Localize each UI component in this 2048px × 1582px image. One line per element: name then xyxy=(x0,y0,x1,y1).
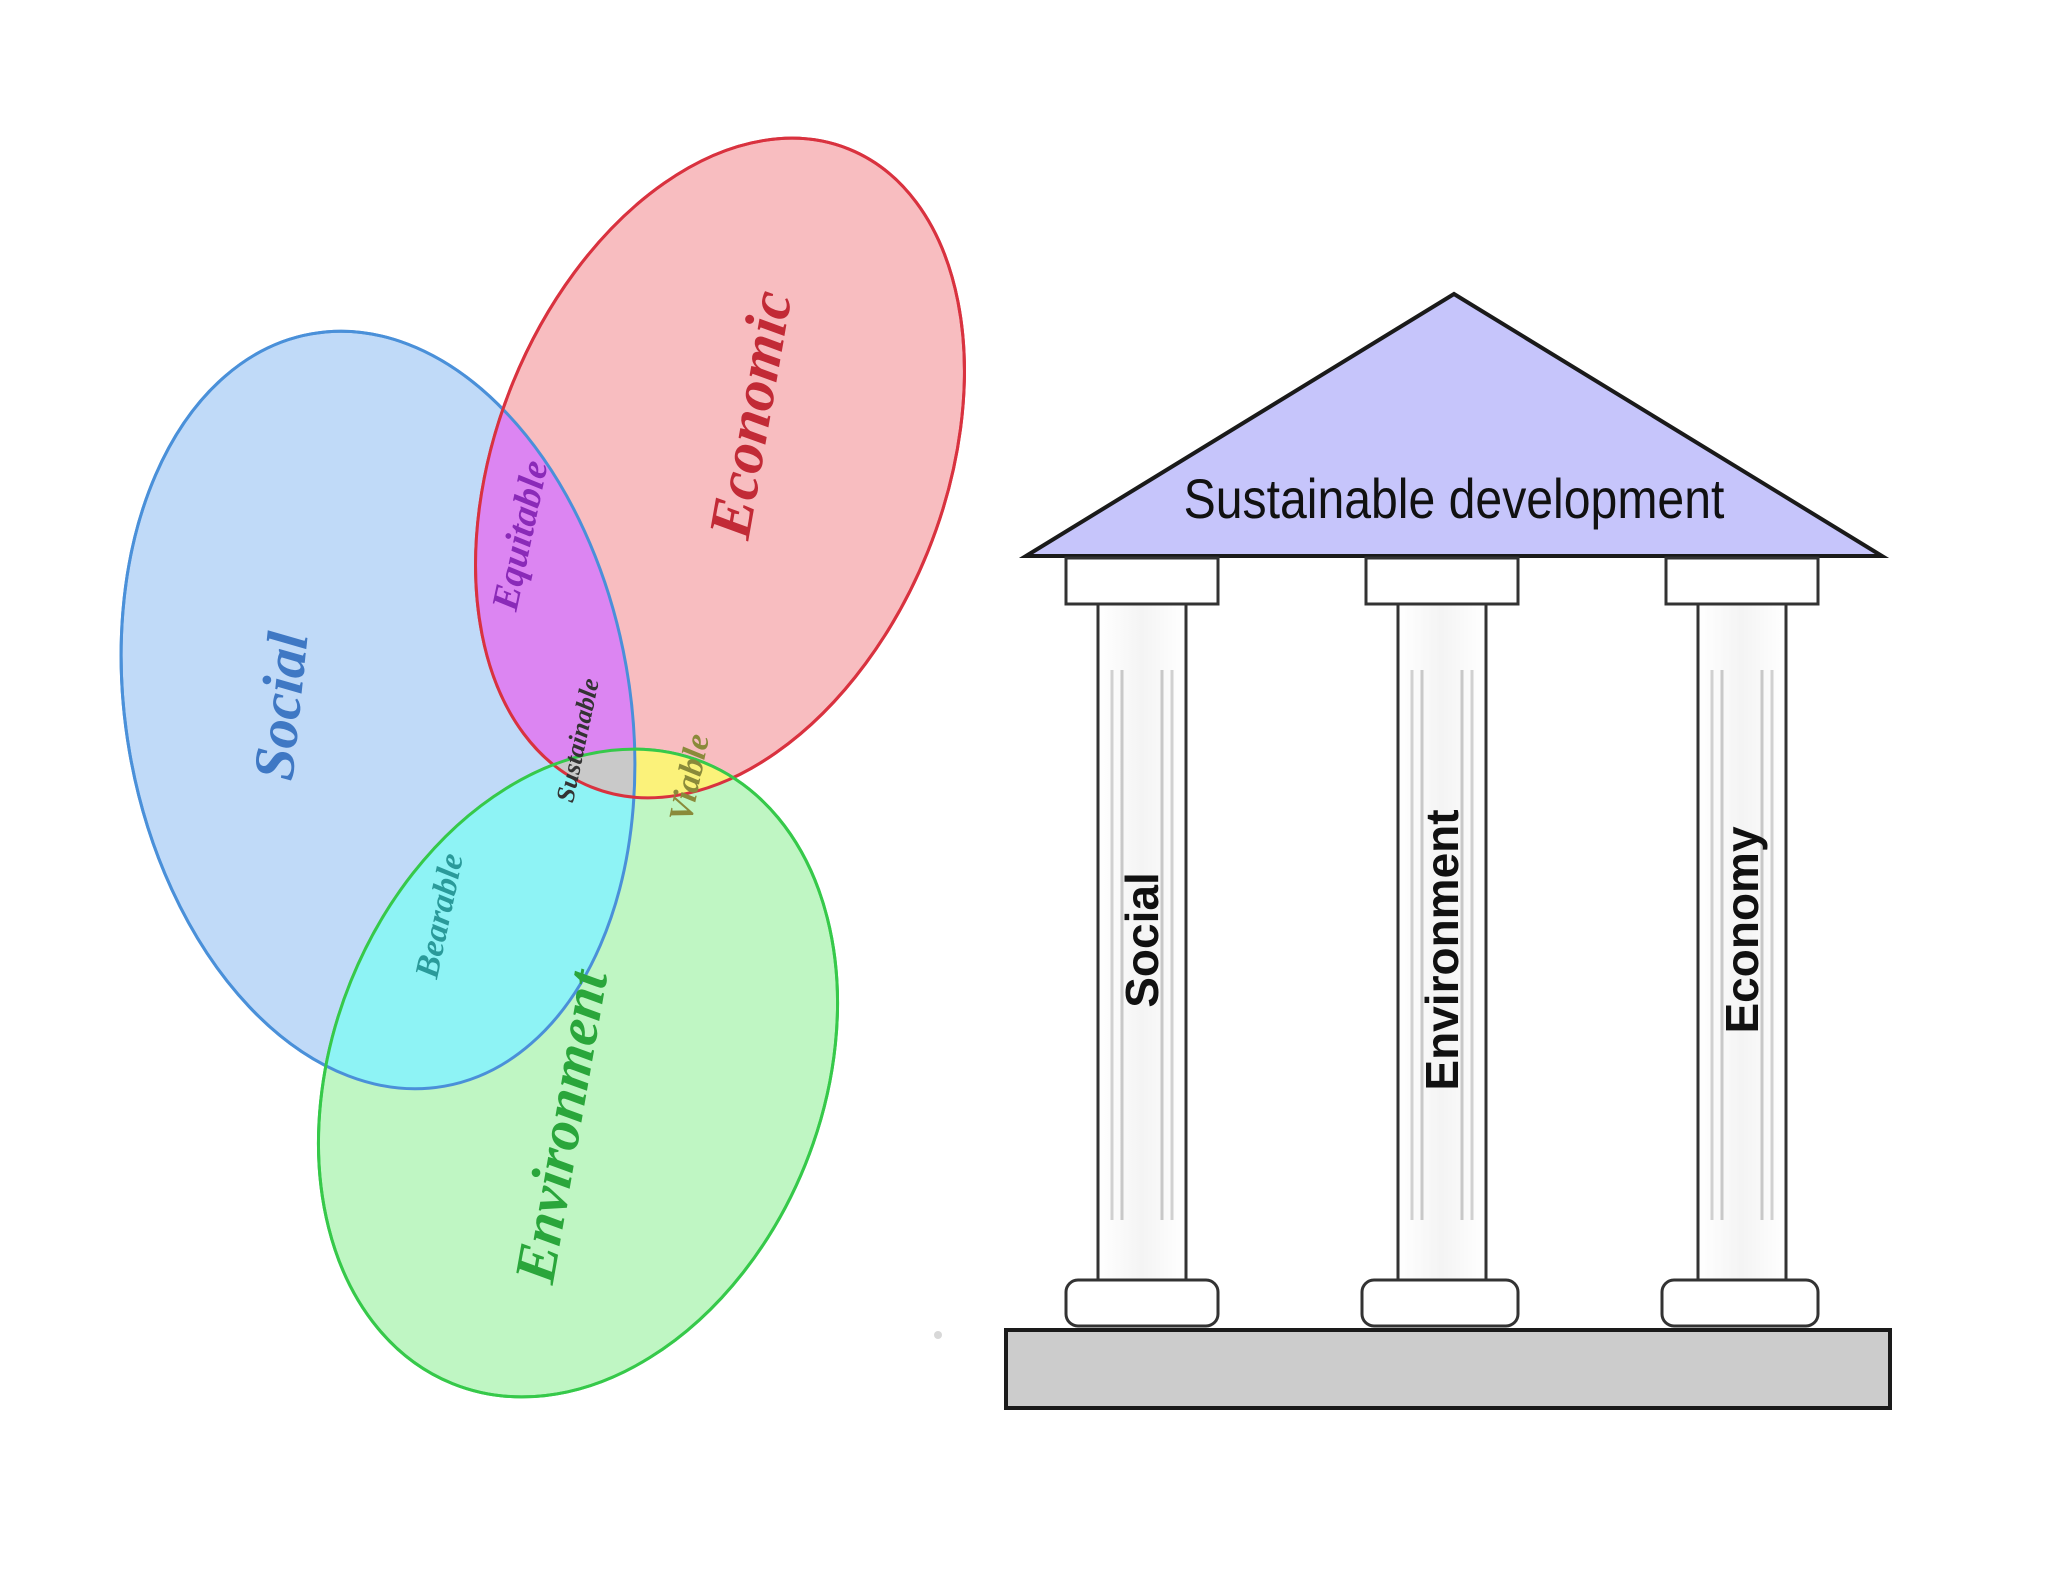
pillar-capital xyxy=(1664,556,1820,606)
social-circle-outline xyxy=(119,329,637,1091)
pillar-label-social: Social xyxy=(1116,872,1168,1008)
pillar-plinth xyxy=(1360,1278,1520,1328)
pillar-label-environment: Environment xyxy=(1416,809,1468,1090)
pillar-capital xyxy=(1364,556,1520,606)
pillar-capital xyxy=(1064,556,1220,606)
social-label: Social xyxy=(241,628,321,783)
pillar-social: Social xyxy=(1064,556,1220,1328)
pillar-label-economy: Economy xyxy=(1716,826,1768,1033)
temple-diagram: Sustainable development Social Environme… xyxy=(1004,291,1892,1410)
pillar-plinth xyxy=(1660,1278,1820,1328)
environment-circle-outline xyxy=(316,747,840,1399)
pillar-plinth xyxy=(1064,1278,1220,1328)
pillar-environment: Environment xyxy=(1360,556,1520,1328)
roof-label: Sustainable development xyxy=(1184,469,1725,531)
economic-circle-outline xyxy=(474,136,966,800)
venn-diagram: Social Economic Environment Equitable Vi… xyxy=(119,136,966,1399)
pillar-economy: Economy xyxy=(1660,556,1820,1328)
temple-roof xyxy=(1018,291,1890,558)
stray-dot xyxy=(934,1331,942,1339)
temple-base xyxy=(1004,1328,1892,1410)
